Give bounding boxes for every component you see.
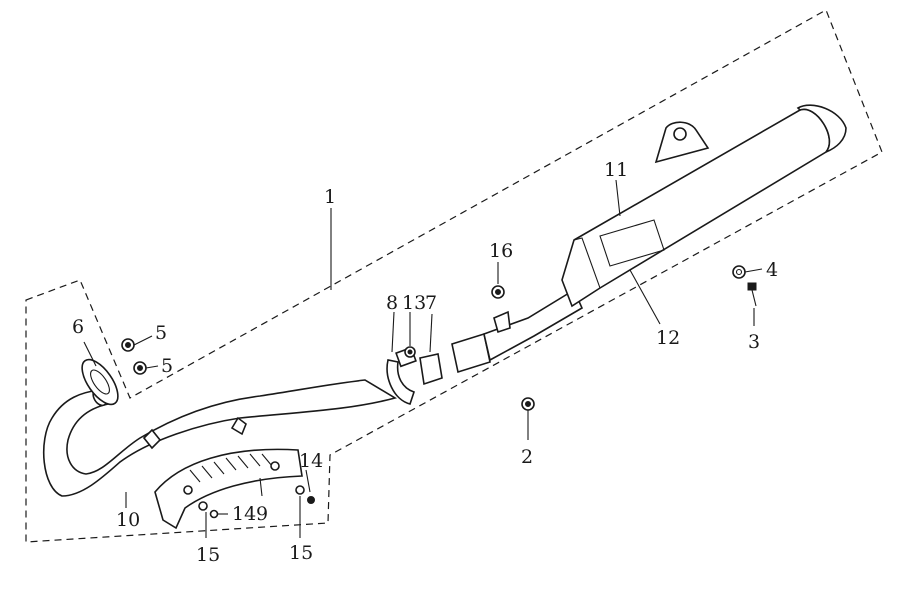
callout-5b: 5 [161,355,173,377]
muffler-body [561,104,847,308]
callout-15b: 15 [289,542,313,564]
callout-14a: 14 [232,503,256,525]
callout-14b: 14 [299,450,323,472]
shield-washer-left [209,509,228,519]
callout-12: 12 [656,327,680,349]
shield-bolt-right [295,485,305,495]
callout-9: 9 [256,503,268,525]
callout-6: 6 [72,316,84,338]
flange-nut-lower [133,361,147,375]
callout-8: 8 [386,292,398,314]
callout-15a: 15 [196,544,220,566]
assembly-boundary [25,9,883,543]
muffler-inlet [451,288,584,374]
flange-gasket [81,358,119,406]
callout-5a: 5 [155,322,167,344]
callout-7: 7 [425,292,437,314]
callout-13: 13 [402,292,426,314]
mount-washer [732,265,746,279]
sealing-gasket [419,353,443,386]
shield-bolt-left [198,501,208,511]
callout-1: 1 [324,186,336,208]
heat-shield [154,448,303,530]
flange-nut-upper [121,338,135,352]
callout-2: 2 [521,446,533,468]
callout-10: 10 [116,509,140,531]
clamp-washer [404,346,416,358]
callout-16: 16 [489,240,513,262]
callout-4: 4 [766,259,778,281]
shield-washer-right [307,496,315,504]
muffler-nut [491,285,505,299]
leader-lines [83,179,763,538]
rear-nut [521,397,535,411]
mount-bolt [747,282,757,307]
callout-3: 3 [748,331,760,353]
callout-11: 11 [604,159,628,181]
pipe-clamp [386,346,417,405]
